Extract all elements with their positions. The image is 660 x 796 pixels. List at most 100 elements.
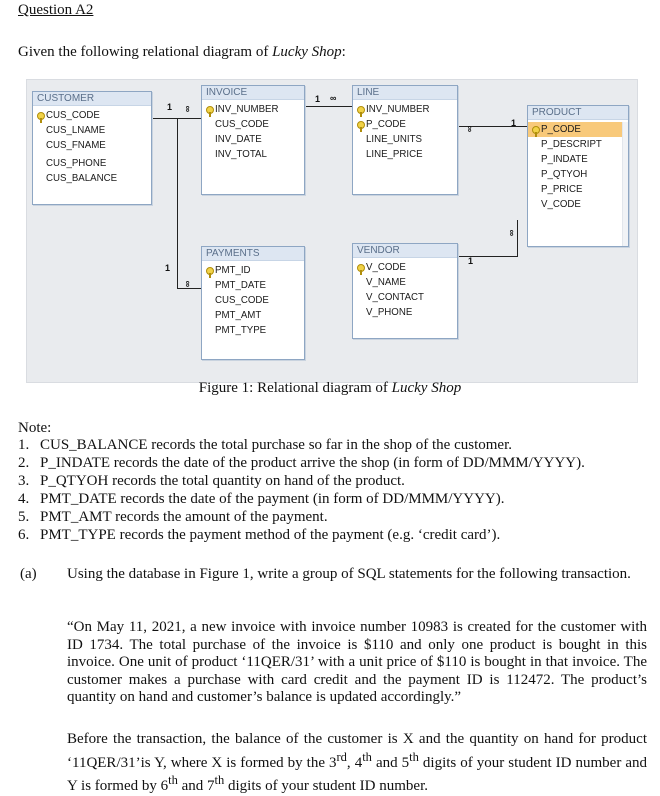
line-field-line-units: LINE_UNITS [366,134,422,145]
part-a-scenario: “On May 11, 2021, a new invoice with inv… [67,619,647,705]
vendor-field-v-code: V_CODE [353,260,457,275]
note-item: 6. PMT_TYPE records the payment method of… [18,527,500,544]
product-table-scrollbar [622,122,628,246]
note-text: PMT_AMT records the amount of the paymen… [40,509,328,525]
note-number: 6. [18,527,30,543]
figure-caption-shop: Lucky Shop [391,380,462,396]
part-a-label: (a) [20,566,37,582]
note-text: P_QTYOH records the total quantity on ha… [40,473,405,489]
invoice-field-inv-total: INV_TOTAL [215,149,267,160]
customer-field-cus-lname: CUS_LNAME [46,125,106,136]
cardinality-many-label: ∞ [183,105,194,113]
note-number: 3. [18,473,30,489]
question-heading: Question A2 [18,2,94,18]
before-text-f: digits of your student ID number. [224,778,428,794]
intro-shop-name: Lucky Shop [272,44,342,60]
before-text-c: and 5 [371,754,410,771]
before-text-e: and 7 [177,778,215,794]
note-label: Note: [18,420,52,436]
note-text: CUS_BALANCE records the total purchase s… [40,437,512,453]
cardinality-one-label: 1 [468,256,474,266]
rel-line-customer-payments-h [177,288,201,289]
product-field-p-qtyoh: P_QTYOH [541,169,588,180]
customer-field-cus-code: CUS_CODE [33,108,151,123]
intro-text-end: : [341,44,346,60]
vendor-field-v-phone: V_PHONE [366,307,413,318]
vendor-field-v-name: V_NAME [366,277,406,288]
vendor-table-title: VENDOR [353,244,457,258]
line-field-inv-number: INV_NUMBER [353,102,457,117]
part-a-before-transaction: Before the transaction, the balance of t… [67,731,647,796]
sup-rd: rd [336,749,347,764]
note-text: P_INDATE records the date of the product… [40,455,585,471]
product-field-p-descript: P_DESCRIPT [541,139,602,150]
cardinality-many-label: ∞ [465,125,476,133]
note-item: 4. PMT_DATE records the date of the payme… [18,491,505,508]
customer-field-cus-phone: CUS_PHONE [46,158,107,169]
product-field-p-indate: P_INDATE [541,154,588,165]
product-table-title: PRODUCT [528,106,628,120]
invoice-field-inv-number: INV_NUMBER [202,102,304,117]
rel-line-customer-payments-v [177,118,178,288]
payments-field-pmt-date: PMT_DATE [215,280,266,291]
cardinality-many-label: ∞ [183,280,194,288]
payments-field-pmt-id: PMT_ID [202,263,304,278]
sup-th: th [362,749,372,764]
line-field-line-price: LINE_PRICE [366,149,423,160]
customer-field-cus-balance: CUS_BALANCE [46,173,118,184]
cardinality-one-label: 1 [165,263,171,273]
note-item: 5. PMT_AMT records the amount of the paym… [18,509,328,526]
relational-diagram: 1 ∞ 1 ∞ 1 ∞ ∞ 1 1 ∞ CUSTOMER CUS_CODE CU… [26,79,638,383]
payments-field-cus-code: CUS_CODE [215,295,269,306]
vendor-table: VENDOR V_CODE V_NAME V_CONTACT V_PHONE [352,243,458,339]
note-text: PMT_DATE records the date of the payment… [40,491,505,507]
note-item: 3. P_QTYOH records the total quantity on … [18,473,405,490]
rel-line-vendor-product-v [517,220,518,257]
part-a-instruction: Using the database in Figure 1, write a … [67,566,631,582]
product-table: PRODUCT P_CODE P_DESCRIPT P_INDATE P_QTY… [527,105,629,247]
payments-field-pmt-amt: PMT_AMT [215,310,262,321]
payments-table-title: PAYMENTS [202,247,304,261]
intro-text: Given the following relational diagram o… [18,44,346,61]
note-number: 5. [18,509,30,525]
figure-caption: Figure 1: Relational diagram of Lucky Sh… [0,380,660,397]
before-text-a: Before the transaction, the balance of t… [67,731,647,771]
figure-caption-text: Figure 1: Relational diagram of [198,380,392,396]
product-field-p-price: P_PRICE [541,184,583,195]
invoice-table: INVOICE INV_NUMBER CUS_CODE INV_DATE INV… [201,85,305,195]
cardinality-many-label: ∞ [507,229,518,237]
note-number: 4. [18,491,30,507]
line-table-title: LINE [353,86,457,100]
rel-line-customer-invoice [151,118,201,119]
invoice-field-inv-date: INV_DATE [215,134,262,145]
note-number: 1. [18,437,30,453]
sup-th: th [409,749,419,764]
product-field-v-code: V_CODE [541,199,581,210]
before-text-b: , 4 [346,754,363,771]
cardinality-many-label: ∞ [330,93,337,103]
customer-table-title: CUSTOMER [33,92,151,106]
rel-line-invoice-line [304,106,352,107]
line-table: LINE INV_NUMBER P_CODE LINE_UNITS LINE_P… [352,85,458,195]
cardinality-one-label: 1 [511,118,517,128]
customer-table: CUSTOMER CUS_CODE CUS_LNAME CUS_FNAME CU… [32,91,152,205]
customer-field-cus-fname: CUS_FNAME [46,140,106,151]
line-field-p-code: P_CODE [353,117,457,132]
note-item: 2. P_INDATE records the date of the produ… [18,455,585,472]
vendor-field-v-contact: V_CONTACT [366,292,424,303]
sup-th: th [214,773,225,787]
sup-th: th [168,773,178,787]
note-text: PMT_TYPE records the payment method of t… [40,527,501,543]
note-number: 2. [18,455,30,471]
product-field-p-code: P_CODE [528,122,628,137]
payments-field-pmt-type: PMT_TYPE [215,325,267,336]
cardinality-one-label: 1 [167,102,173,112]
payments-table: PAYMENTS PMT_ID PMT_DATE CUS_CODE PMT_AM… [201,246,305,360]
rel-line-line-product [457,126,527,127]
note-item: 1. CUS_BALANCE records the total purchase… [18,437,512,454]
intro-text-start: Given the following relational diagram o… [18,44,273,60]
cardinality-one-label: 1 [315,94,321,104]
invoice-table-title: INVOICE [202,86,304,100]
rel-line-vendor-product-h [457,256,517,257]
invoice-field-cus-code: CUS_CODE [215,119,269,130]
